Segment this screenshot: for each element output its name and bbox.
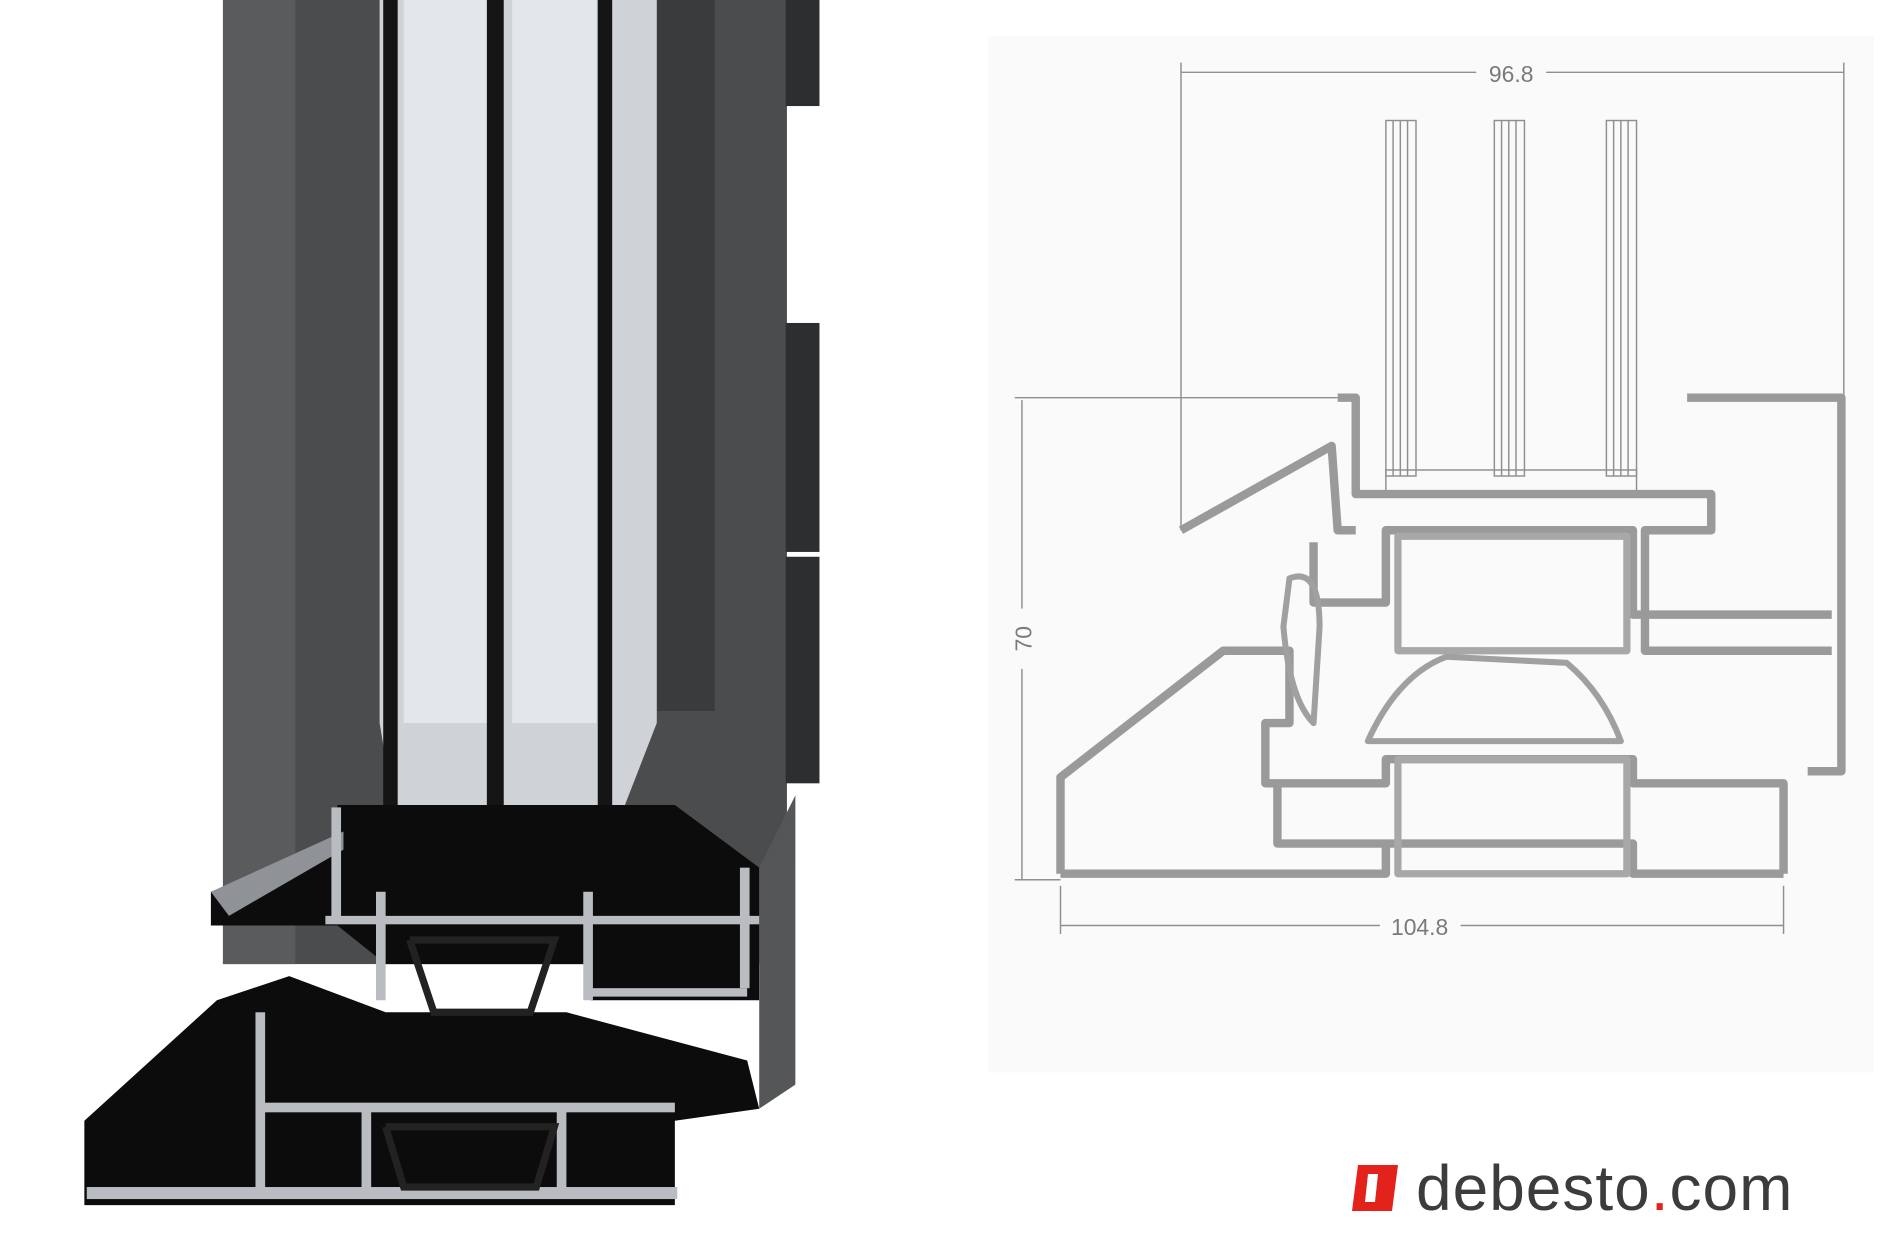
logo-mark-icon (1352, 1165, 1398, 1211)
drawing-sash-lower (1309, 526, 1832, 619)
drawing-thermal-break-upper (1394, 532, 1631, 655)
frame-inner-edge (656, 0, 715, 712)
aluminium-bar-upper (325, 915, 760, 925)
technical-drawing: 96.8 70 104.8 (988, 36, 1874, 1073)
logo-name: debesto (1416, 1152, 1651, 1224)
glass-pane-2 (486, 0, 504, 856)
dim-label-top-width: 96.8 (1489, 61, 1534, 87)
logo-tld: com (1669, 1152, 1794, 1224)
thermal-break-upper (406, 936, 560, 1016)
aluminium-sash-edge (331, 807, 342, 922)
aluminium-post-sash (583, 891, 593, 1001)
drawing-thermal-break-lower (1394, 755, 1631, 878)
hinge-top (785, 0, 820, 107)
aluminium-bar-lower (259, 1102, 675, 1113)
frame-shadow (222, 0, 296, 965)
frame-side-face (759, 795, 796, 1109)
glass-pane-1 (383, 0, 398, 844)
drawing-bevel (1178, 441, 1356, 535)
sash-profile (210, 805, 760, 1001)
drawing-outer-frame (1056, 646, 1788, 874)
aluminium-post-left (255, 1012, 266, 1194)
aluminium-post-sash-left (375, 891, 386, 1001)
drawing-lower-profile (1273, 783, 1386, 848)
aluminium-base (86, 1187, 678, 1200)
logo-wordmark: debesto.com (1416, 1156, 1793, 1220)
sill-bevel (210, 831, 344, 916)
hinge-middle (785, 322, 820, 552)
drawing-gasket-left (1280, 573, 1323, 727)
drawing-panel (988, 36, 1874, 1073)
profile-photo (84, 0, 820, 1206)
aluminium-sash-right (739, 867, 750, 989)
drawing-frame-right (1687, 393, 1846, 776)
hinge-bottom (785, 556, 820, 784)
spacer-right (512, 0, 597, 724)
glass-pane-3 (597, 0, 613, 844)
aluminium-post-mid (361, 1108, 372, 1194)
spacer-left (403, 0, 489, 724)
outer-frame-profile (84, 976, 760, 1206)
drawing-base-line (1060, 839, 1784, 878)
aluminium-bar-mid (590, 988, 748, 997)
thermal-break-lower (382, 1123, 560, 1191)
dim-label-height: 70 (1011, 626, 1037, 651)
logo-dot: . (1650, 1152, 1670, 1224)
drawing-sash-outline (1337, 393, 1832, 655)
brand-logo[interactable]: debesto.com (1352, 1156, 1793, 1220)
drawing-gasket-middle (1364, 653, 1624, 745)
dim-label-bottom-width: 104.8 (1391, 914, 1448, 940)
aluminium-post-right (556, 1108, 567, 1194)
